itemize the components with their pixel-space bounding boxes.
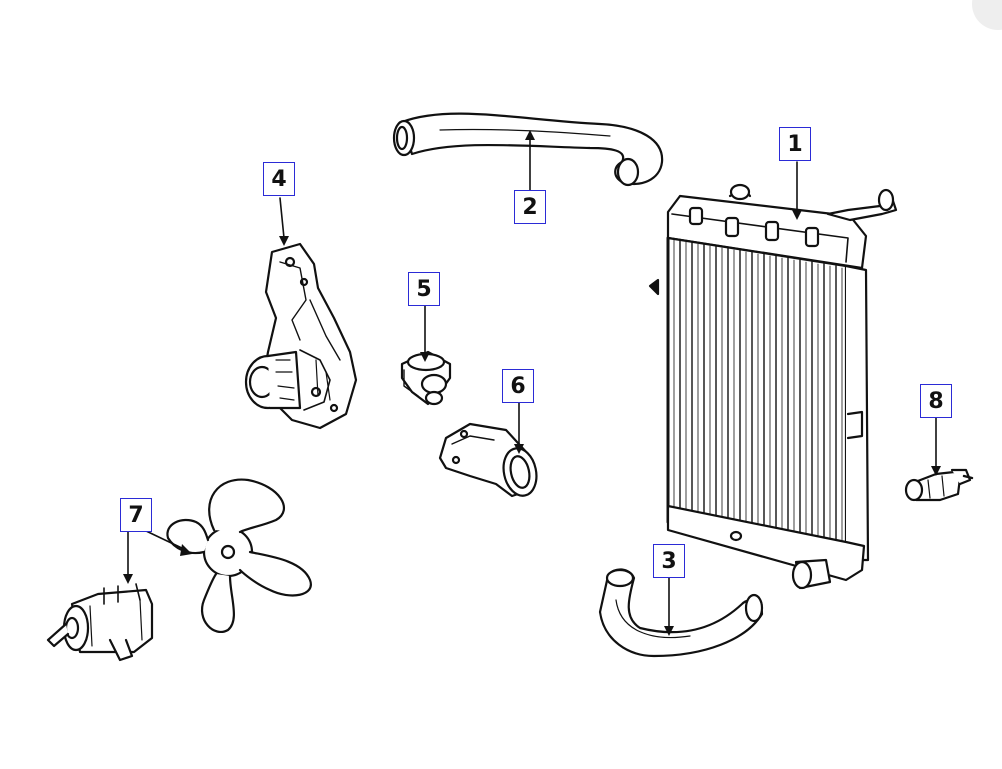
callout-8-fan-switch[interactable]: 8 xyxy=(920,384,952,418)
callout-3-lower-hose[interactable]: 3 xyxy=(653,544,685,578)
callout-2-upper-hose[interactable]: 2 xyxy=(514,190,546,224)
lower-hose-part xyxy=(598,568,764,658)
callout-4-water-pump[interactable]: 4 xyxy=(263,162,295,196)
callout-5-thermostat[interactable]: 5 xyxy=(408,272,440,306)
radiator-part xyxy=(648,183,898,590)
leader-line-7b xyxy=(143,529,187,551)
fan-motor-part xyxy=(46,583,154,662)
thermostat-housing-part xyxy=(438,422,538,498)
water-pump-part xyxy=(244,242,358,430)
fan-switch-part xyxy=(904,468,974,502)
upper-hose-part xyxy=(392,112,664,187)
fan-blades-part xyxy=(166,478,312,633)
callout-1-radiator[interactable]: 1 xyxy=(779,127,811,161)
leader-lines xyxy=(127,139,937,627)
callout-6-thermostat-housing[interactable]: 6 xyxy=(502,369,534,403)
leader-line-4 xyxy=(279,197,285,239)
callout-7-fan-motor[interactable]: 7 xyxy=(120,498,152,532)
thermostat-part xyxy=(400,350,452,406)
leader-arrowheads xyxy=(123,130,941,636)
